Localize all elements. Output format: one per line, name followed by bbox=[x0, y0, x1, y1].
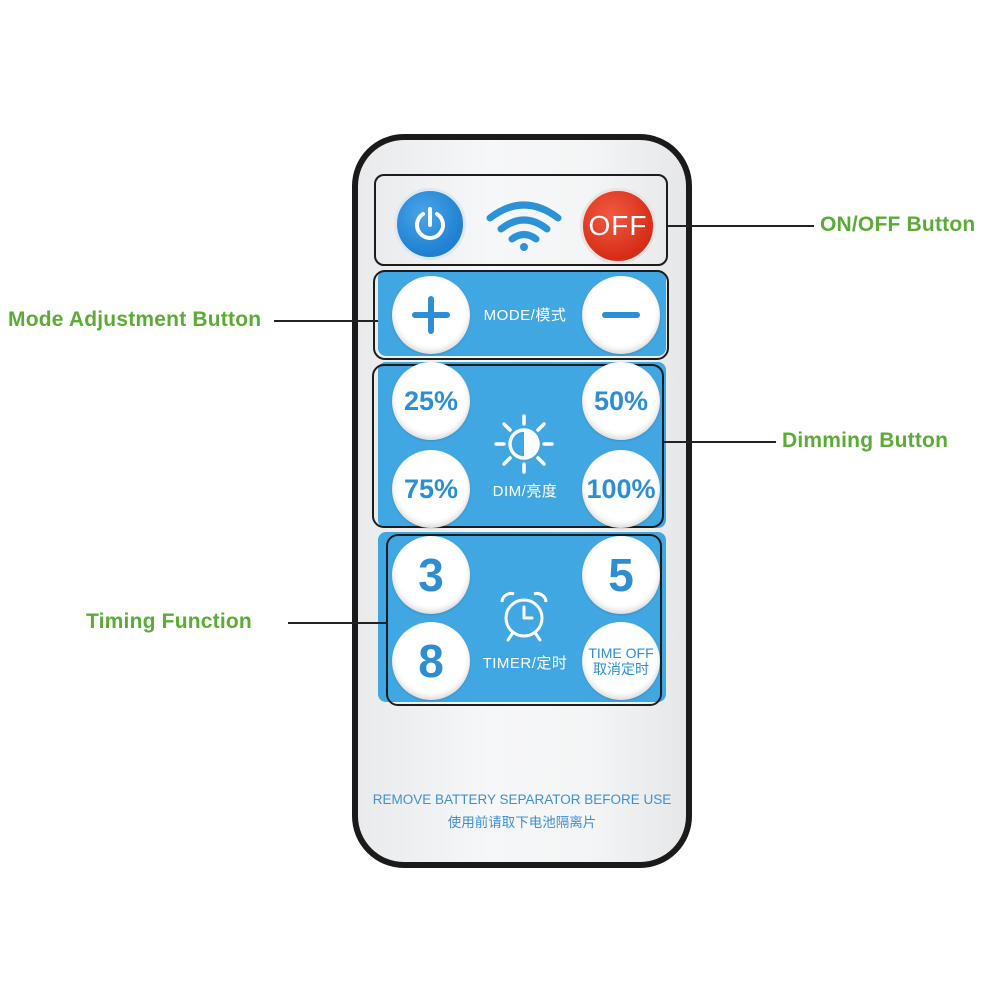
dim-50-label: 50% bbox=[593, 385, 649, 416]
sun-icon bbox=[494, 414, 554, 474]
time-off-button[interactable]: TIME OFF 取消定时 bbox=[582, 622, 660, 700]
timer-section-outline bbox=[386, 534, 662, 706]
timer-3-button[interactable]: 3 bbox=[392, 536, 470, 614]
mode-section-outline bbox=[373, 270, 669, 360]
alarm-clock-icon bbox=[500, 592, 548, 642]
timer-8-label: 8 bbox=[418, 635, 444, 687]
off-button-label: OFF bbox=[588, 210, 648, 241]
timer-8-button[interactable]: 8 bbox=[392, 622, 470, 700]
timer-3-label: 3 bbox=[418, 549, 444, 601]
footer-text-cn: 使用前请取下电池隔离片 bbox=[447, 815, 597, 830]
plus-icon bbox=[412, 296, 450, 334]
dim-section-outline bbox=[372, 364, 664, 528]
dim-75-button[interactable]: 75% bbox=[392, 450, 470, 528]
time-off-label-en: TIME OFF bbox=[588, 645, 654, 661]
power-icon bbox=[415, 207, 445, 240]
mode-leader-line bbox=[274, 320, 378, 322]
timer-5-label: 5 bbox=[608, 549, 634, 601]
dim-25-label: 25% bbox=[403, 385, 459, 416]
dim-100-label: 100% bbox=[586, 473, 656, 504]
power-button[interactable] bbox=[394, 188, 466, 260]
power-section-outline bbox=[374, 174, 668, 266]
mode-plus-button[interactable] bbox=[392, 276, 470, 354]
dimming-callout: Dimming Button bbox=[782, 429, 949, 452]
wifi-icon bbox=[486, 201, 562, 251]
time-off-label-cn: 取消定时 bbox=[593, 661, 649, 677]
off-button[interactable]: OFF bbox=[580, 188, 656, 264]
dim-50-button[interactable]: 50% bbox=[582, 362, 660, 440]
dim-25-button[interactable]: 25% bbox=[392, 362, 470, 440]
timing-leader-line bbox=[288, 622, 388, 624]
dimming-leader-line bbox=[664, 441, 776, 443]
timer-label: TIMER/定时 bbox=[482, 655, 568, 672]
dim-100-button[interactable]: 100% bbox=[582, 450, 660, 528]
on-off-callout: ON/OFF Button bbox=[820, 213, 976, 236]
on-off-leader-line bbox=[668, 225, 814, 227]
minus-icon bbox=[602, 312, 640, 318]
mode-minus-button[interactable] bbox=[582, 276, 660, 354]
timer-5-button[interactable]: 5 bbox=[582, 536, 660, 614]
dim-label: DIM/亮度 bbox=[492, 483, 558, 500]
dim-75-label: 75% bbox=[403, 473, 459, 504]
timing-callout: Timing Function bbox=[86, 610, 252, 633]
mode-callout: Mode Adjustment Button bbox=[8, 308, 262, 331]
mode-label: MODE/模式 bbox=[483, 307, 567, 324]
footer-text-en: REMOVE BATTERY SEPARATOR BEFORE USE bbox=[372, 792, 672, 807]
